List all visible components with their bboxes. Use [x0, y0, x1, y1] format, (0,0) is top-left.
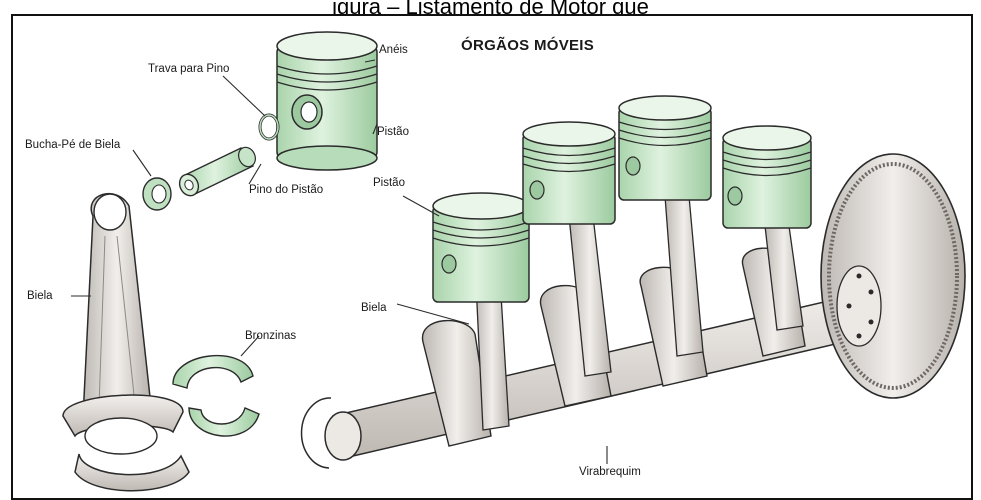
piston-pin: [176, 145, 258, 199]
flywheel: [821, 154, 965, 398]
label-aneis: Anéis: [379, 44, 408, 56]
diagram-heading: ÓRGÃOS MÓVEIS: [461, 37, 594, 54]
bushing: [143, 178, 171, 210]
piston-3: [619, 96, 711, 200]
piston-1: [433, 193, 529, 302]
piston-4: [723, 126, 811, 228]
engine-diagram: [13, 16, 971, 498]
label-bronzinas: Bronzinas: [245, 330, 296, 342]
diagram-frame: ÓRGÃOS MÓVEIS Anéis Pistão Trava para Pi…: [11, 14, 973, 500]
exploded-piston: [277, 32, 377, 170]
label-biela-left: Biela: [27, 290, 53, 302]
piston-2: [523, 122, 615, 224]
snap-ring: [260, 115, 278, 139]
connecting-rod-exploded: [63, 194, 189, 491]
label-trava: Trava para Pino: [148, 63, 229, 75]
label-virabrequim: Virabrequim: [579, 466, 641, 478]
label-pino: Pino do Pistão: [249, 184, 323, 196]
label-pistao-top: Pistão: [377, 126, 409, 138]
label-bucha: Bucha-Pé de Biela: [25, 139, 120, 151]
label-pistao-right: Pistão: [373, 177, 405, 189]
label-biela-right: Biela: [361, 302, 387, 314]
bearing-shells: [173, 356, 259, 436]
